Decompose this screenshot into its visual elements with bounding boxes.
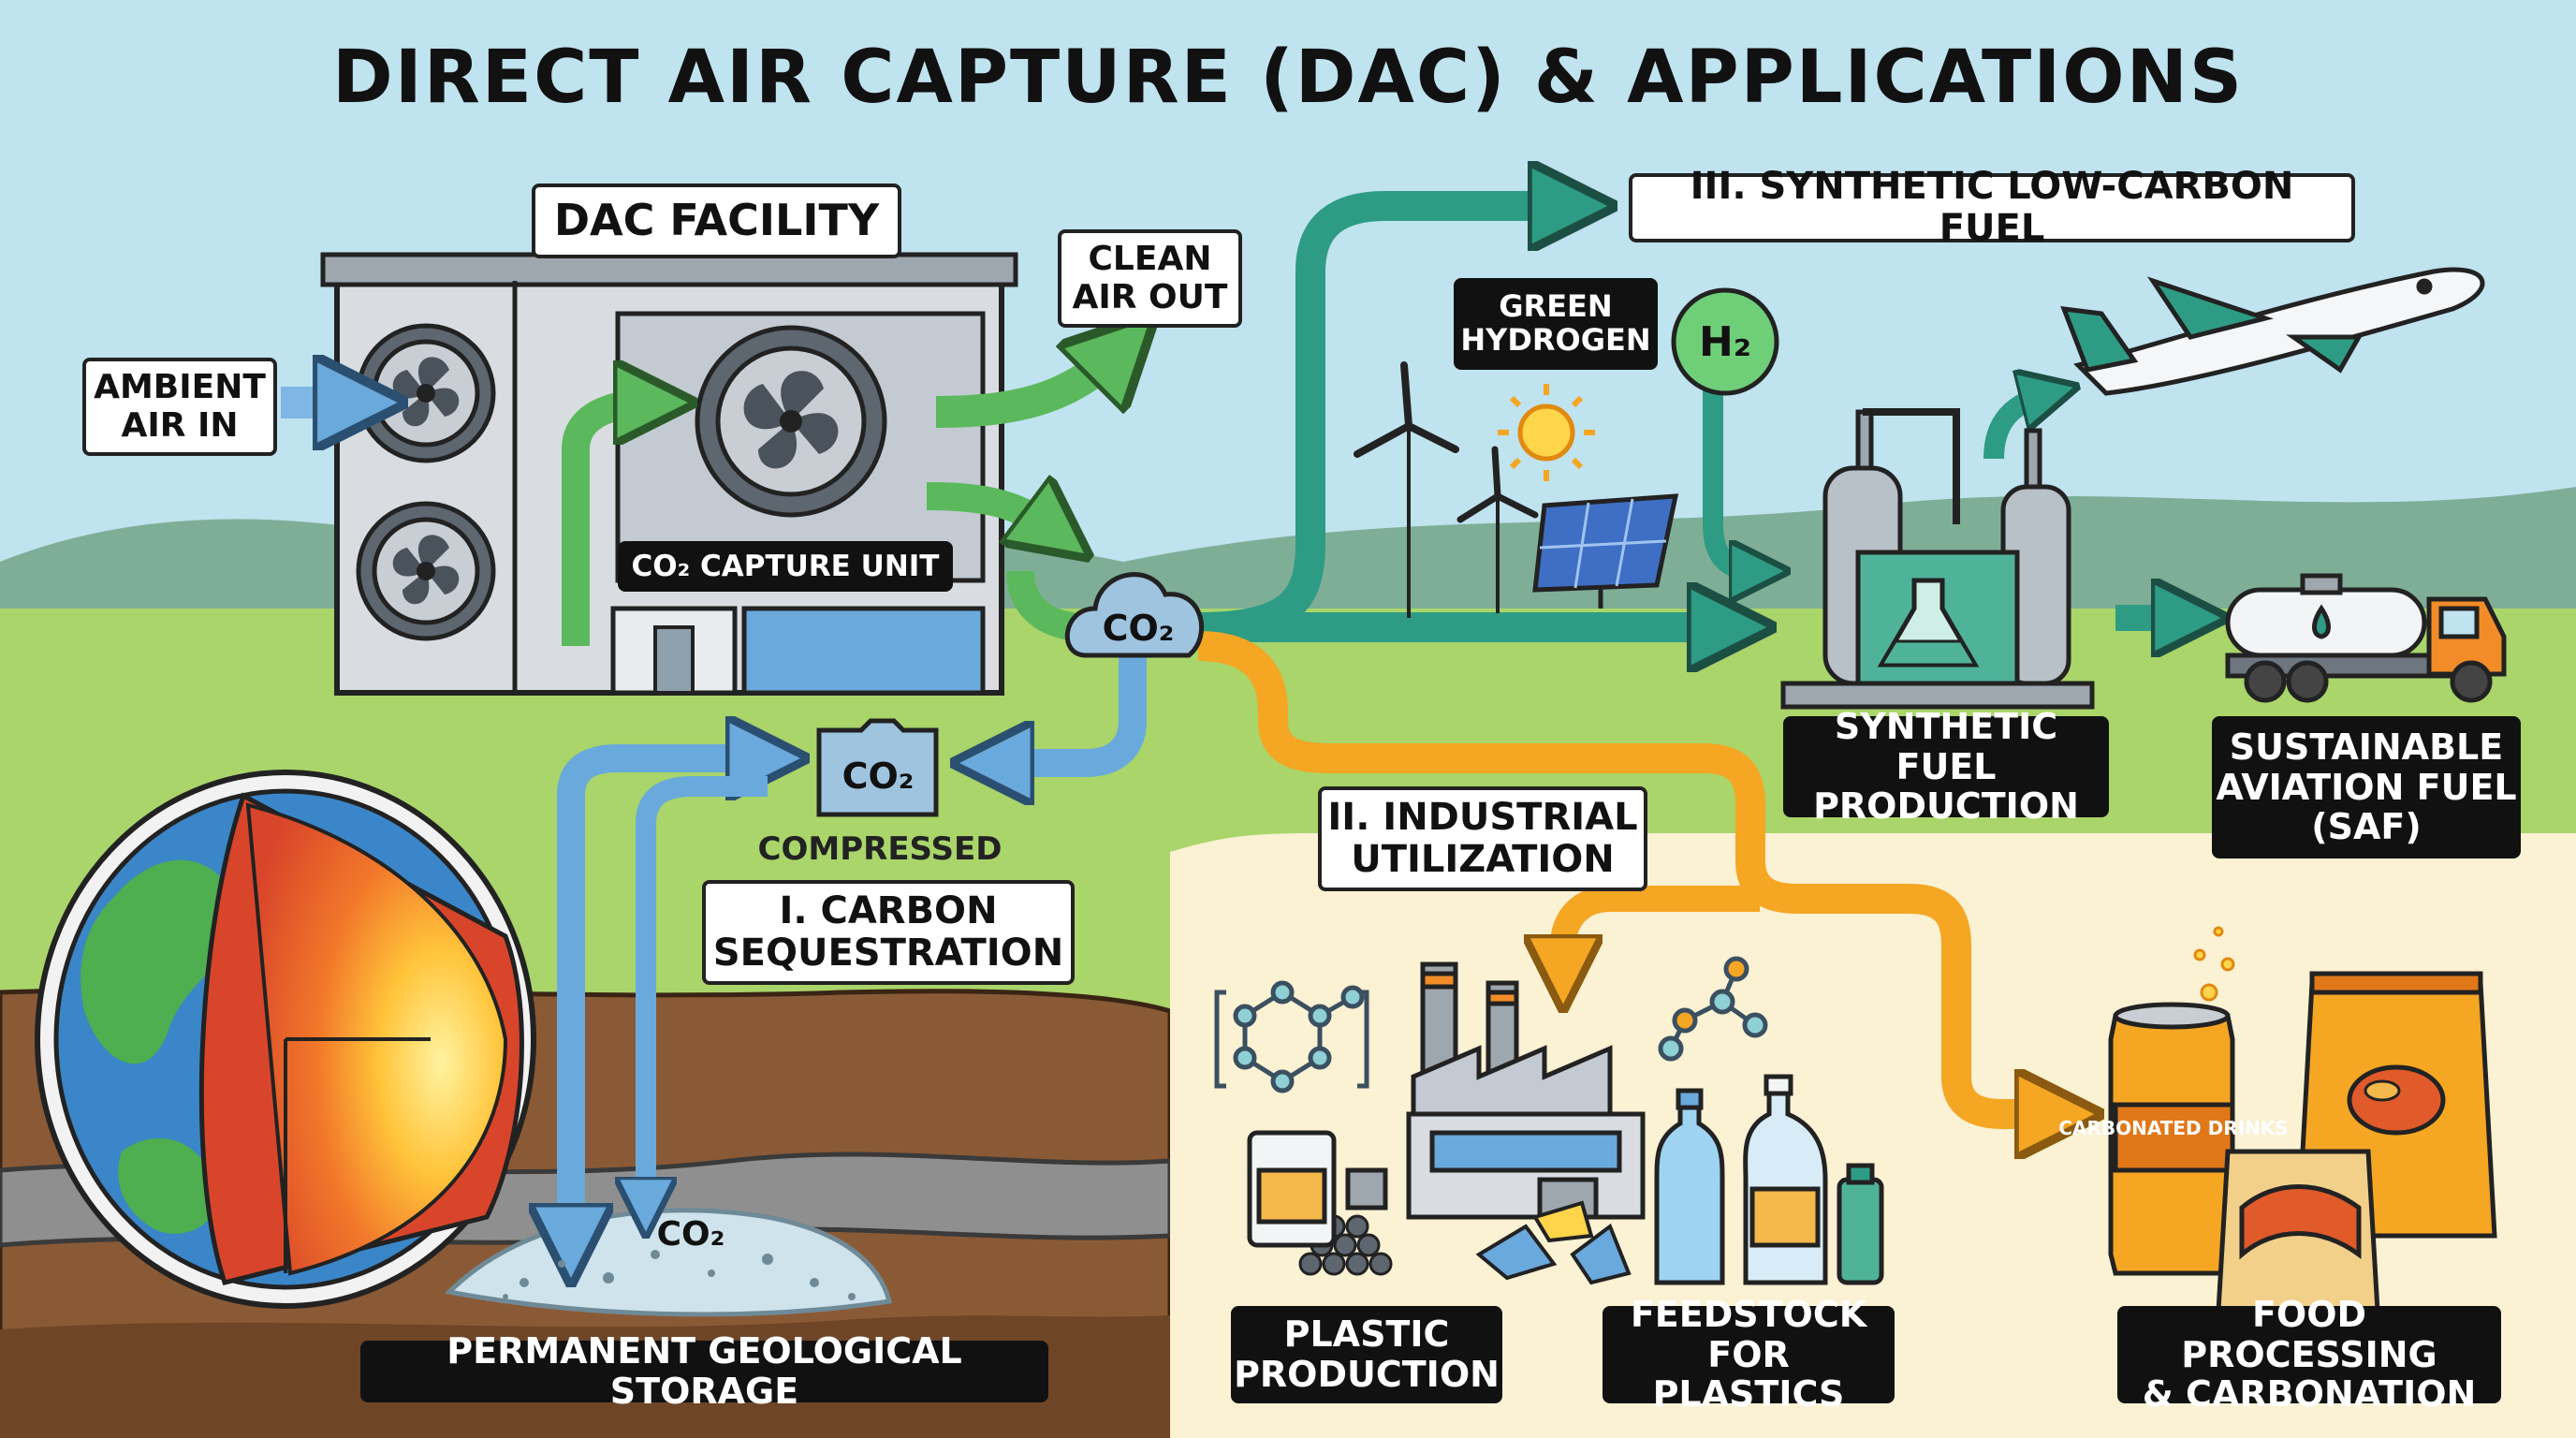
orange-main-flow bbox=[1197, 631, 2059, 1114]
co2-underground-label: CO₂ bbox=[657, 1215, 725, 1254]
feedstock-molecule-icon bbox=[1658, 956, 1768, 1062]
clean-air-out-label: CLEAN AIR OUT bbox=[1058, 229, 1242, 328]
sun-icon bbox=[1498, 384, 1595, 481]
clean-air-arrow bbox=[935, 346, 1123, 428]
industrial-utilization-label: II. INDUSTRIAL UTILIZATION bbox=[1318, 786, 1647, 891]
airplane-icon bbox=[2060, 267, 2485, 396]
fuel-to-plane-arrow bbox=[1983, 393, 2050, 460]
permanent-storage-label: PERMANENT GEOLOGICAL STORAGE bbox=[360, 1331, 1048, 1411]
co2-canister-label: CO₂ bbox=[842, 756, 915, 797]
blue-cloud-down bbox=[992, 646, 1147, 763]
hydrogen-label: H₂ bbox=[1699, 318, 1751, 366]
co2-cloud-icon bbox=[1064, 572, 1205, 658]
internal-air-arrow bbox=[562, 403, 655, 646]
ambient-air-in-label: AMBIENT AIR IN bbox=[82, 358, 277, 456]
blue-inner-injection bbox=[646, 776, 768, 1208]
co2-canister-icon bbox=[816, 718, 939, 817]
fuel-truck-icon bbox=[2225, 573, 2507, 703]
green-hydrogen-label: GREEN HYDROGEN bbox=[1454, 278, 1658, 370]
co2-storage-particles bbox=[503, 1250, 856, 1300]
wind-turbine-icon bbox=[1354, 361, 1539, 618]
earth-cutaway bbox=[35, 770, 536, 1309]
refinery-icon bbox=[1780, 408, 2095, 710]
feedstock-plastics-label: FEEDSTOCK FOR PLASTICS bbox=[1603, 1295, 1895, 1415]
plastic-shards-icon bbox=[1475, 1200, 1632, 1285]
page-title: DIRECT AIR CAPTURE (DAC) & APPLICATIONS bbox=[331, 36, 2245, 120]
food-processing-label: FOOD PROCESSING & CARBONATION bbox=[2117, 1295, 2501, 1415]
factory-icon bbox=[1345, 961, 1646, 1220]
hydrogen-circle-icon bbox=[1671, 287, 1779, 396]
plastic-bottles-icon bbox=[1654, 1074, 1884, 1285]
orange-to-factory bbox=[1563, 886, 1760, 974]
co2-cloud-label: CO₂ bbox=[1103, 608, 1175, 649]
solar-panel-icon bbox=[1532, 493, 1679, 609]
co2-out-arrow bbox=[926, 496, 1058, 534]
synthetic-fuel-title-label: III. SYNTHETIC LOW-CARBON FUEL bbox=[1629, 166, 2355, 249]
compressed-label: COMPRESSED bbox=[757, 829, 1003, 868]
hydrogen-arrow bbox=[1703, 374, 1760, 571]
dac-facility-building bbox=[320, 252, 1018, 696]
saf-label: SUSTAINABLE AVIATION FUEL (SAF) bbox=[2212, 716, 2521, 858]
carbon-sequestration-label: I. CARBON SEQUESTRATION bbox=[702, 880, 1075, 985]
molecule-icon bbox=[1214, 980, 1369, 1093]
co2-capture-unit-label: CO₂ CAPTURE UNIT bbox=[618, 541, 953, 592]
dac-facility-label: DAC FACILITY bbox=[532, 183, 901, 258]
bubbles-icon bbox=[2193, 926, 2235, 1002]
blue-outer-injection bbox=[571, 758, 768, 1245]
snack-packet-icon bbox=[2216, 1149, 2380, 1313]
carbonated-drinks-line1: CARBONATED DRINKS bbox=[2058, 1117, 2288, 1139]
plastic-production-label: PLASTIC PRODUCTION bbox=[1231, 1306, 1502, 1403]
synthetic-fuel-production-label: SYNTHETIC FUEL PRODUCTION bbox=[1783, 707, 2109, 827]
resin-container-icon bbox=[1247, 1130, 1337, 1248]
